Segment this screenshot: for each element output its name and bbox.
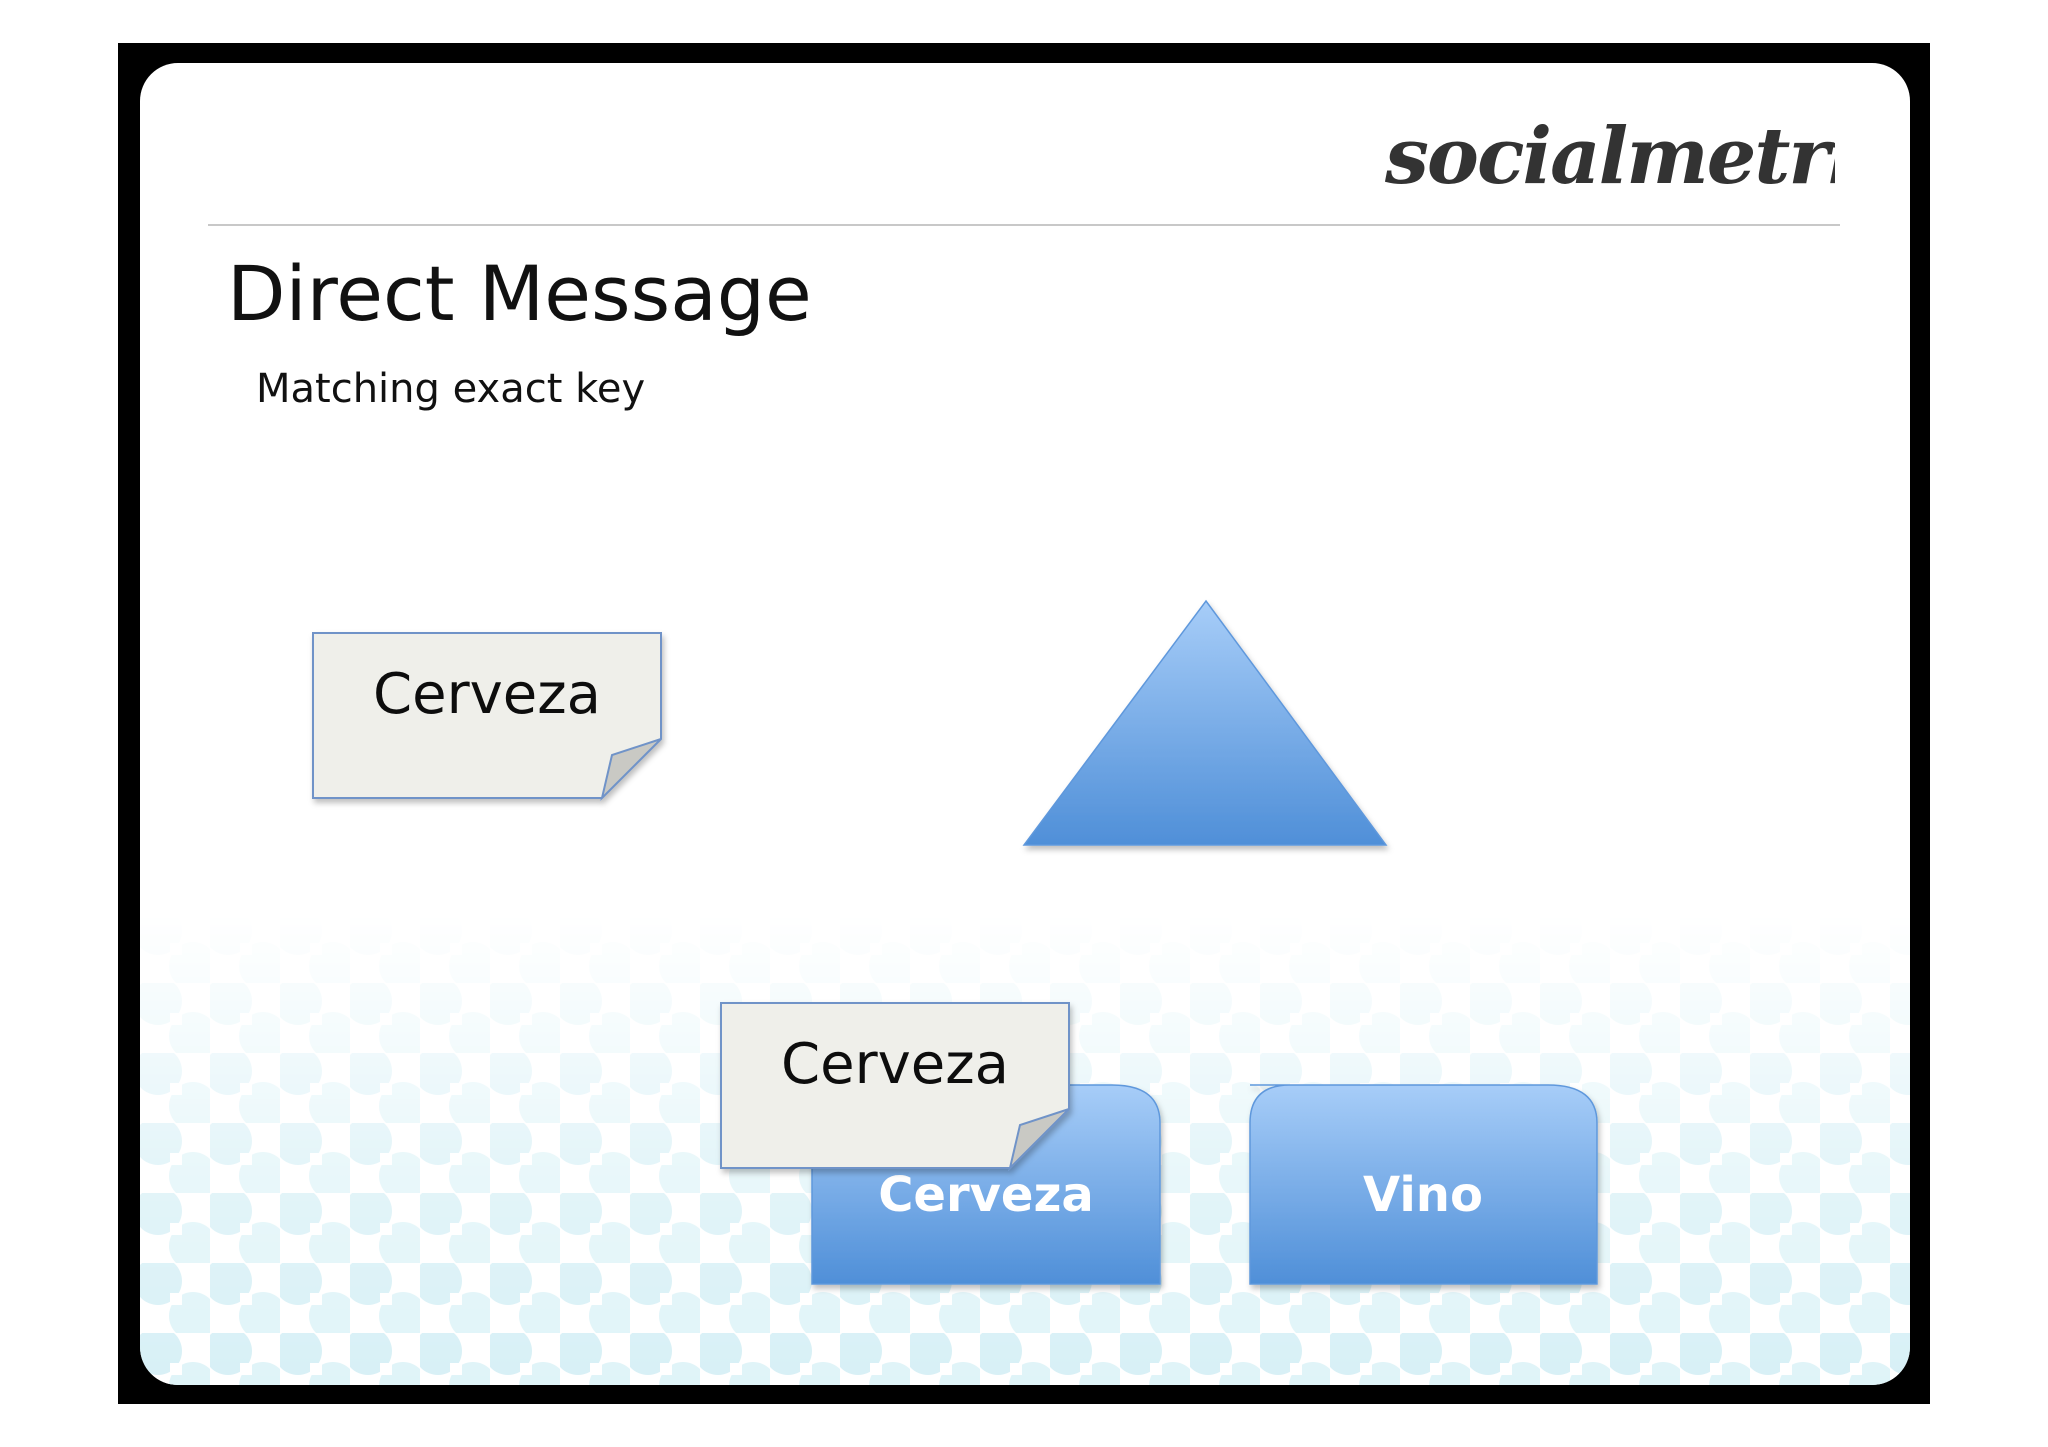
direct-exchange-diagram: Cerveza Cerveza Vino Cerveza [312,599,1598,1285]
routed-message-note: Cerveza [720,1002,1070,1172]
message-note: Cerveza [312,632,662,802]
title-divider [208,224,1840,226]
page-title: Direct Message [227,249,812,338]
exchange-triangle [1022,599,1388,846]
slide: socialmetrix Direct Message Matching exa… [140,63,1910,1385]
routed-message-note-label: Cerveza [781,1032,1009,1097]
message-note-label: Cerveza [373,662,601,727]
page-subtitle: Matching exact key [256,366,646,412]
queue-box-vino: Vino [1249,1084,1598,1285]
queue-box-cerveza-label: Cerveza [878,1167,1094,1223]
svg-text:socialmetrix: socialmetrix [1385,111,1835,202]
socialmetrix-logo: socialmetrix [1385,111,1835,202]
queue-box-vino-label: Vino [1363,1167,1483,1223]
